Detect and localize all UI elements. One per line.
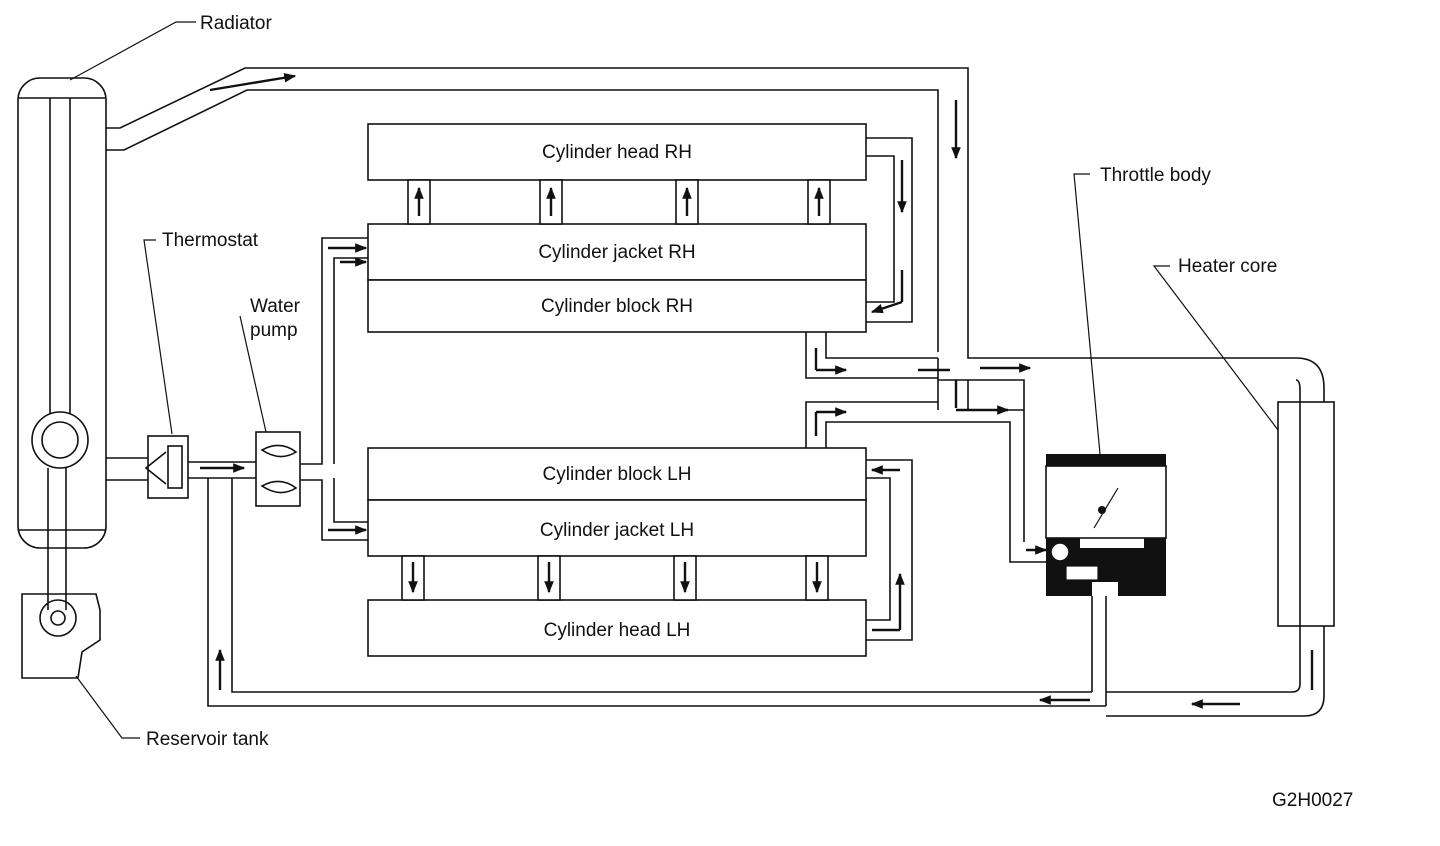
cylinder-head-rh-label: Cylinder head RH: [542, 142, 692, 163]
cylinder-head-lh-box: [367, 599, 867, 657]
pump-outlet-pipes: [300, 237, 368, 541]
cylinder-block-rh-label: Cylinder block RH: [541, 296, 693, 317]
figure-code-label: G2H0027: [1272, 790, 1353, 811]
center-manifold: [918, 352, 1325, 542]
rh-bank: Cylinder head RH Cylinder jacket RH Cyli…: [367, 123, 938, 379]
radiator-upper-hose: [106, 67, 969, 352]
thermostat-label: Thermostat: [162, 230, 259, 251]
cylinder-jacket-lh-box: [367, 499, 867, 557]
water-pump-label-line1: Water: [250, 296, 301, 317]
reservoir-tank: [21, 468, 101, 679]
cylinder-jacket-rh-label: Cylinder jacket RH: [538, 242, 695, 263]
labels: Radiator Thermostat Water pump Reservoir…: [146, 13, 1353, 811]
leader-lines: [69, 21, 1279, 739]
thermostat: [106, 435, 189, 499]
cylinder-head-lh-label: Cylinder head LH: [544, 620, 691, 641]
heater-core: [1106, 379, 1335, 717]
lh-bank: Cylinder block LH Cylinder jacket LH Cyl…: [367, 401, 1011, 657]
cylinder-jacket-lh-label: Cylinder jacket LH: [540, 520, 694, 541]
rh-passages: [407, 179, 831, 225]
lh-passages: [401, 555, 829, 601]
heater-core-label: Heater core: [1178, 256, 1277, 277]
radiator-label: Radiator: [200, 13, 272, 34]
throttle-body-label: Throttle body: [1100, 165, 1211, 186]
cylinder-head-rh-box: [367, 123, 867, 181]
cylinder-jacket-rh-box: [367, 223, 867, 281]
bottom-return-line: [207, 478, 1106, 707]
cylinder-block-lh-box: [367, 447, 867, 501]
cylinder-block-rh-box: [367, 279, 867, 333]
throttle-body: [1009, 454, 1167, 706]
water-pump: [188, 431, 301, 507]
reservoir-tank-label: Reservoir tank: [146, 729, 269, 750]
water-pump-label-line2: pump: [250, 320, 298, 341]
cylinder-block-lh-label: Cylinder block LH: [543, 464, 692, 485]
radiator: [17, 77, 107, 549]
